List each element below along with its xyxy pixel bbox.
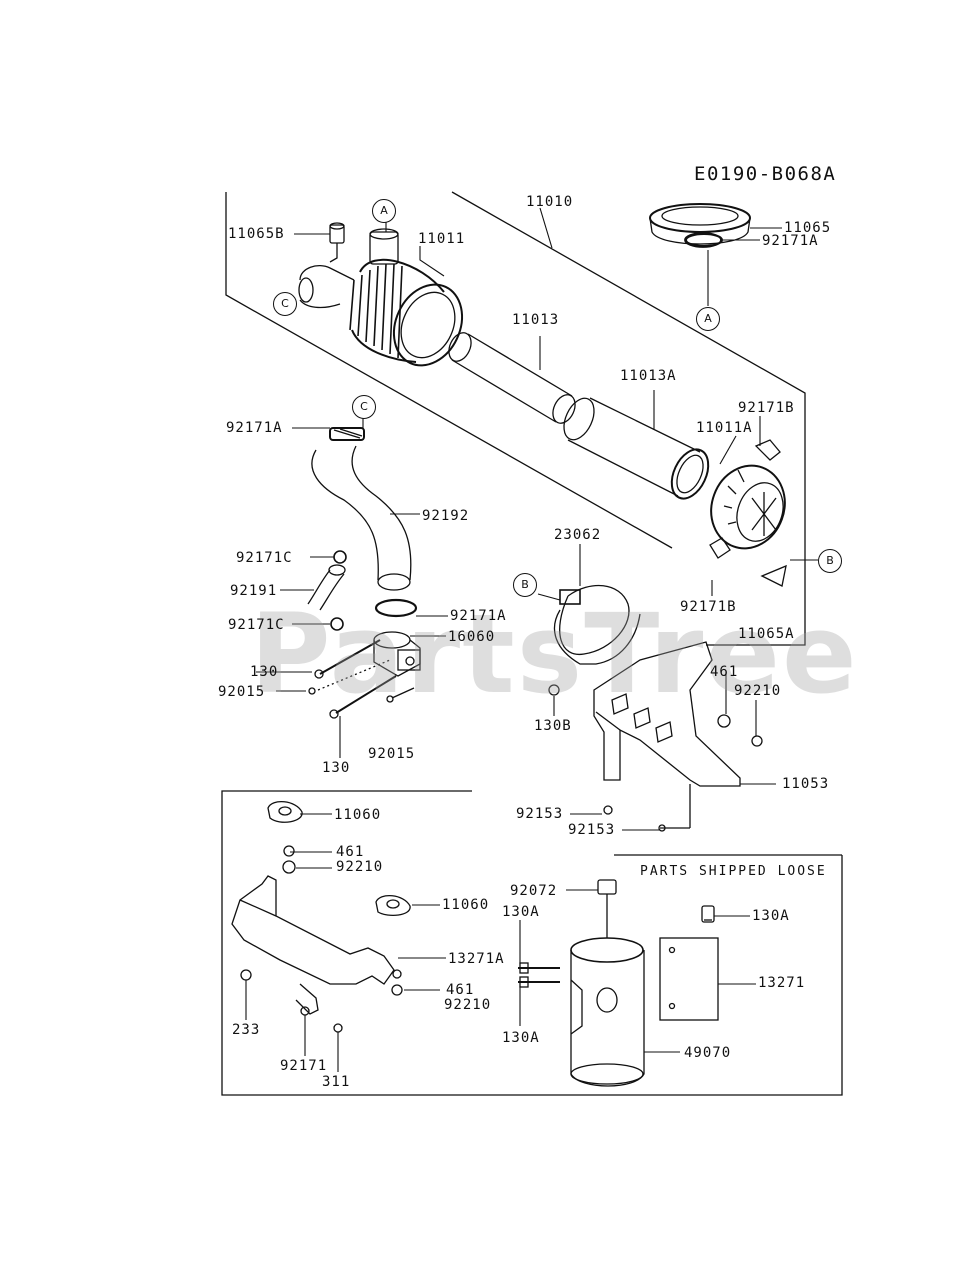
label-233: 233 (232, 1022, 261, 1038)
label-92171C-mid: 92171C (228, 617, 285, 633)
inner-element-11013 (448, 332, 576, 424)
label-130B: 130B (534, 718, 572, 734)
label-461-a: 461 (336, 844, 365, 860)
label-92210-a: 92210 (336, 859, 384, 875)
label-11065A: 11065A (738, 626, 795, 642)
label-13271A: 13271A (448, 951, 505, 967)
duct-16060 (373, 631, 421, 677)
label-11060-b: 11060 (442, 897, 490, 913)
ref-b-right: B (818, 549, 842, 573)
label-11060-a: 11060 (334, 807, 382, 823)
muffler-49070 (518, 879, 645, 1087)
label-92192: 92192 (422, 508, 470, 524)
hose-92191 (307, 564, 346, 611)
parts-shipped-loose-label: PARTS SHIPPED LOOSE (640, 864, 827, 879)
mounting-band-23062 (553, 584, 641, 665)
label-16060: 16060 (448, 629, 496, 645)
label-11053: 11053 (782, 776, 830, 792)
label-92015-left: 92015 (218, 684, 266, 700)
label-130-bottom: 130 (322, 760, 351, 776)
label-11065: 11065 (784, 220, 832, 236)
label-92210-right: 92210 (734, 683, 782, 699)
label-130A-b: 130A (502, 1030, 540, 1046)
hose-92192 (311, 445, 412, 591)
bracket-11053 (593, 641, 741, 787)
label-11010: 11010 (526, 194, 574, 210)
clamp-92171A-top (684, 232, 722, 248)
outer-element-11013A (563, 397, 710, 500)
label-49070: 49070 (684, 1045, 732, 1061)
label-92072: 92072 (510, 883, 558, 899)
label-92153-a: 92153 (516, 806, 564, 822)
plate-13271 (659, 937, 719, 1021)
label-23062: 23062 (554, 527, 602, 543)
end-cap-11011A (709, 439, 787, 587)
label-92171B-top: 92171B (738, 400, 795, 416)
label-92191: 92191 (230, 583, 278, 599)
ref-a-right: A (696, 307, 720, 331)
label-130A-c: 130A (752, 908, 790, 924)
label-461-right: 461 (710, 664, 739, 680)
label-130-left: 130 (250, 664, 279, 680)
label-11013: 11013 (512, 312, 560, 328)
label-92171A-left: 92171A (226, 420, 283, 436)
label-11011A: 11011A (696, 420, 753, 436)
label-92171B-bottom: 92171B (680, 599, 737, 615)
diagram-code: E0190-B068A (694, 163, 837, 185)
gasket-11060-a (267, 801, 303, 823)
label-311: 311 (322, 1074, 351, 1090)
gasket-11060-b (375, 895, 411, 917)
bracket-13271A (231, 875, 403, 1015)
clamp-92171A-left (329, 427, 365, 441)
label-92210-b: 92210 (444, 997, 492, 1013)
label-461-b: 461 (446, 982, 475, 998)
label-11065B: 11065B (228, 226, 285, 242)
label-11011: 11011 (418, 231, 466, 247)
ref-b-left: B (513, 573, 537, 597)
label-92171C-top: 92171C (236, 550, 293, 566)
ref-c-top: C (273, 292, 297, 316)
label-13271: 13271 (758, 975, 806, 991)
label-92171A-mid: 92171A (450, 608, 507, 624)
ref-c-left: C (352, 395, 376, 419)
label-92153-b: 92153 (568, 822, 616, 838)
label-92015-bottom: 92015 (368, 746, 416, 762)
air-cleaner-housing-11011 (298, 222, 464, 367)
ref-a-top: A (372, 199, 396, 223)
label-92171A-top: 92171A (762, 233, 819, 249)
label-92171: 92171 (280, 1058, 328, 1074)
label-130A-a: 130A (502, 904, 540, 920)
label-11013A: 11013A (620, 368, 677, 384)
